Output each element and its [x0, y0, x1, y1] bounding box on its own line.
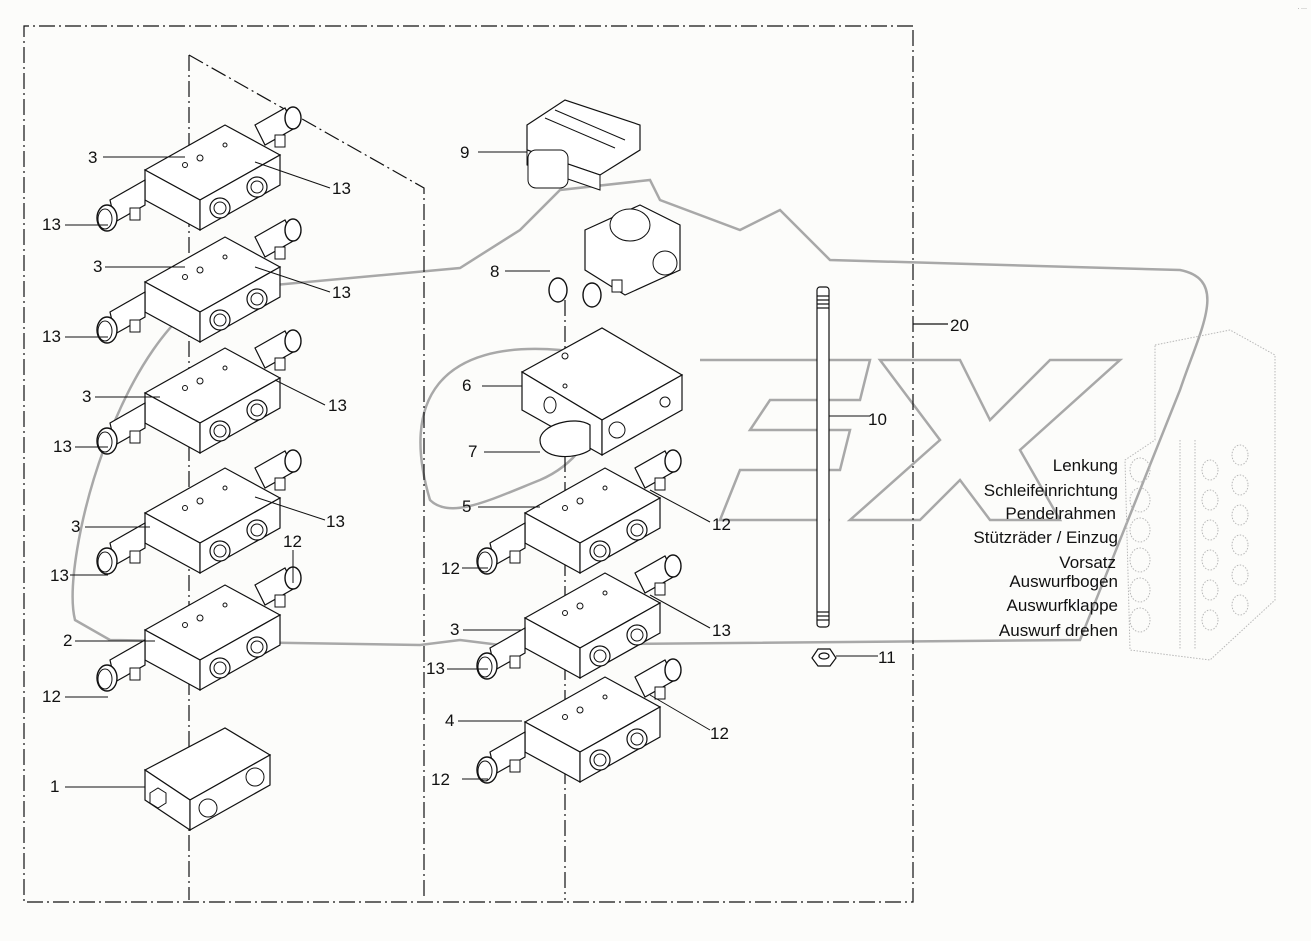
- valve-8: [548, 204, 681, 308]
- callout-9: 9: [460, 143, 470, 162]
- callout-5: 5: [462, 497, 472, 516]
- callout-13: 13: [712, 621, 731, 640]
- valve-5: [476, 449, 682, 575]
- legend-vorsatz: Vorsatz: [1059, 553, 1116, 572]
- callout-13: 13: [332, 283, 351, 302]
- callout-3: 3: [82, 387, 92, 406]
- watermark-logo: [71, 178, 1209, 647]
- legend-stuetzraeder-einzug: Stützräder / Einzug: [973, 528, 1118, 547]
- tie-rod-10: [816, 286, 830, 628]
- valve-3-b: [96, 218, 302, 344]
- callout-11: 11: [878, 648, 896, 667]
- corner-mark: · ···: [1297, 6, 1307, 12]
- callout-2: 2: [63, 631, 73, 650]
- callout-7: 7: [468, 442, 478, 461]
- callout-3: 3: [93, 257, 103, 276]
- callout-12: 12: [283, 532, 302, 551]
- legend-lenkung: Lenkung: [1052, 456, 1118, 475]
- legend-pendelrahmen: Pendelrahmen: [1005, 504, 1116, 523]
- callout-3: 3: [88, 148, 98, 167]
- legend-auswurfbogen: Auswurfbogen: [1009, 572, 1118, 591]
- callout-4: 4: [445, 711, 455, 730]
- callout-13: 13: [50, 566, 69, 585]
- callout-13: 13: [42, 215, 61, 234]
- valve-3-d: [96, 449, 302, 575]
- callout-12: 12: [431, 770, 450, 789]
- control-box-9: [526, 99, 641, 191]
- legend-schleifeinrichtung: Schleifeinrichtung: [983, 481, 1118, 500]
- plug-7: [539, 420, 591, 458]
- end-plate-1: [143, 727, 272, 832]
- valve-2: [96, 566, 302, 692]
- callout-13: 13: [332, 179, 351, 198]
- callout-12: 12: [710, 724, 729, 743]
- callout-13: 13: [326, 512, 345, 531]
- callout-3: 3: [450, 620, 460, 639]
- left-valve-stack: [96, 106, 302, 832]
- leader-lines: [65, 151, 878, 788]
- callout-1: 1: [50, 777, 60, 796]
- valve-bank-ghost: [1124, 329, 1276, 661]
- callout-3: 3: [71, 517, 81, 536]
- valve-3-e: [476, 554, 682, 680]
- middle-valve-stack: [476, 99, 684, 784]
- callout-8: 8: [490, 262, 500, 281]
- callout-20: 20: [950, 316, 969, 335]
- legend-auswurfklappe: Auswurfklappe: [1006, 596, 1118, 615]
- callout-13: 13: [426, 659, 445, 678]
- callout-6: 6: [462, 376, 472, 395]
- nut-11: [811, 648, 837, 667]
- callout-12: 12: [42, 687, 61, 706]
- callout-13: 13: [328, 396, 347, 415]
- valve-3-a: [96, 106, 302, 232]
- callout-13: 13: [42, 327, 61, 346]
- callout-12: 12: [441, 559, 460, 578]
- callout-13: 13: [53, 437, 72, 456]
- legend-auswurf-drehen: Auswurf drehen: [998, 621, 1118, 640]
- callout-10: 10: [868, 410, 887, 429]
- callout-12: 12: [712, 515, 731, 534]
